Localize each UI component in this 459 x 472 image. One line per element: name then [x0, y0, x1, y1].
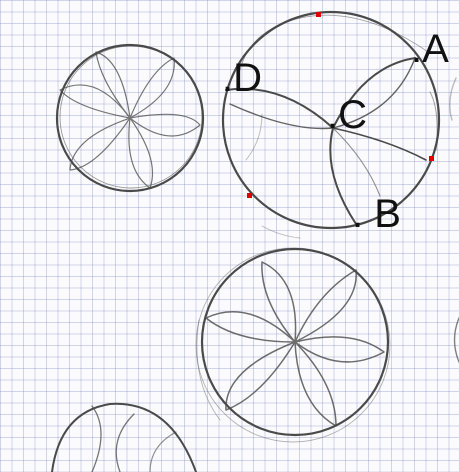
partial-sketch-right-edge — [449, 77, 459, 363]
arc-c-to-b — [329, 127, 357, 225]
red-marker-top — [316, 12, 321, 17]
arc-a-to-c — [332, 57, 416, 129]
point-b-letter: B — [374, 192, 401, 236]
rosette-bottom-petals — [205, 261, 385, 427]
main-circle — [221, 10, 441, 230]
rosette-top-left-circle — [55, 43, 205, 193]
arc-c-to-right — [332, 127, 427, 161]
rosette-bottom-circle — [200, 247, 390, 437]
point-label-c: .C — [327, 95, 367, 135]
partial-sketch-bottom-left — [51, 402, 197, 472]
rosette-bottom-middle — [195, 247, 391, 443]
rosette-top-left-circle-trace — [59, 45, 203, 189]
rosette-top-left — [55, 43, 205, 193]
point-d-dot: . — [222, 56, 234, 100]
point-c-dot: . — [327, 93, 339, 137]
point-d-letter: D — [233, 56, 263, 100]
point-label-d: .D — [222, 58, 262, 98]
reference-markers — [247, 12, 434, 198]
point-c-letter: C — [338, 93, 368, 137]
point-a-letter: A — [422, 27, 449, 71]
point-label-b: . B — [352, 194, 401, 234]
point-a-dot: . — [411, 27, 423, 71]
rosette-bottom-circle-trace — [195, 247, 391, 443]
red-marker-right — [429, 156, 434, 161]
red-marker-left — [247, 193, 252, 198]
point-b-dot: . — [352, 192, 364, 236]
point-label-a: .A — [411, 29, 449, 69]
construction-top-right — [221, 10, 441, 239]
arc-d-to-c — [225, 87, 334, 129]
rosette-top-left-petals — [59, 51, 201, 189]
